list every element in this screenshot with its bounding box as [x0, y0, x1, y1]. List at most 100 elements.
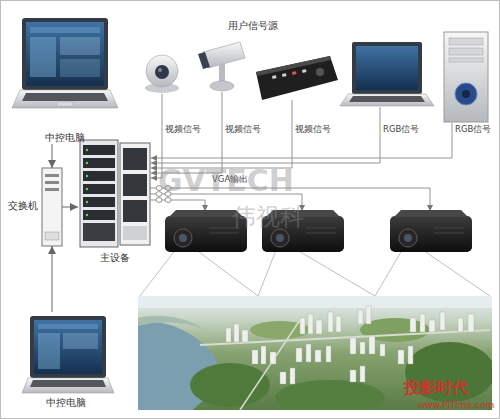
rack-case	[80, 140, 118, 247]
status-led	[86, 175, 88, 177]
watermark: GVTECH	[158, 164, 294, 199]
laptop-screen	[34, 320, 102, 374]
lens-glass	[276, 234, 284, 242]
building	[296, 348, 302, 362]
source-laptop	[340, 42, 434, 106]
screen-ui	[38, 324, 98, 329]
status-led	[86, 162, 88, 164]
rack-module	[83, 197, 115, 207]
laptop-bezel	[22, 18, 108, 90]
projected-image	[138, 296, 492, 410]
switch-icon	[42, 168, 62, 246]
device-label: 主设备	[68, 252, 162, 264]
drive-bay	[449, 58, 483, 62]
rgb-wire	[151, 107, 380, 163]
building	[440, 312, 445, 330]
building	[326, 346, 331, 362]
building	[280, 372, 286, 384]
connector	[52, 246, 53, 312]
dome-camera	[145, 55, 179, 93]
laptop-keyboard	[22, 93, 108, 101]
shore	[138, 316, 205, 330]
laptop-icon	[22, 316, 114, 393]
rack-module	[83, 210, 115, 220]
switcher-body	[256, 56, 338, 100]
watermark: 伟视科	[232, 204, 304, 232]
building	[468, 314, 474, 332]
laptop-base	[12, 90, 118, 108]
video-wire	[151, 92, 222, 173]
projector-lens	[399, 229, 417, 247]
switch-case	[42, 168, 62, 246]
projector-vent	[434, 233, 464, 234]
road	[240, 320, 300, 410]
buildings	[226, 306, 474, 384]
building	[360, 366, 365, 382]
rack-module	[123, 226, 147, 240]
signal-name: RGB信号	[383, 125, 419, 135]
rack-module	[83, 145, 115, 155]
laptop-base	[340, 94, 434, 106]
switcher-button	[282, 73, 287, 77]
projector-vent	[209, 233, 239, 234]
trees	[190, 363, 270, 407]
projector-icon	[390, 210, 472, 252]
building	[336, 316, 341, 332]
switcher-top	[256, 56, 331, 76]
pc-tower	[444, 32, 488, 122]
drive-bay	[449, 48, 483, 55]
building	[252, 350, 258, 364]
network-switch: 交换机	[42, 168, 62, 246]
building	[369, 336, 375, 354]
status-led	[86, 201, 88, 203]
building	[458, 318, 463, 332]
building	[410, 318, 416, 332]
signal-name: 视频信号	[165, 125, 201, 135]
switch-slot	[45, 174, 59, 177]
lens-glass	[404, 234, 412, 242]
device-label: 中控电脑	[10, 397, 122, 409]
camera-arm	[219, 64, 225, 82]
laptop-icon	[12, 18, 118, 108]
status-led	[86, 214, 88, 216]
road	[200, 330, 490, 345]
laptop-base	[22, 378, 114, 393]
lens-glass	[179, 234, 187, 242]
switcher-button	[292, 71, 297, 75]
building	[429, 320, 435, 332]
control-laptop: 中控电脑	[20, 312, 112, 409]
status-led	[86, 188, 88, 190]
screen-ui	[60, 59, 100, 77]
tower-fan-hub	[462, 90, 470, 98]
projector-body	[390, 216, 472, 252]
connector-symbol	[156, 198, 162, 203]
signal-name: RGB信号	[455, 125, 491, 135]
camera-lens	[155, 65, 169, 79]
building	[300, 318, 305, 334]
building	[270, 352, 276, 364]
projector-vent	[434, 228, 464, 229]
laptop-touchpad	[57, 102, 73, 106]
switch-slot	[45, 188, 59, 191]
projector-top	[169, 210, 243, 217]
rack-case	[120, 143, 150, 245]
device-label: 中控电脑	[2, 132, 128, 144]
screen-ui	[30, 27, 100, 33]
screen-ui	[38, 333, 60, 369]
building	[366, 306, 371, 324]
building	[350, 370, 356, 382]
building	[242, 330, 248, 342]
laptop-keyboard	[349, 96, 425, 102]
laptop-screen	[26, 22, 104, 86]
watermark: www.PjTime.com	[418, 400, 494, 410]
building	[358, 310, 363, 324]
control-laptop: 中控电脑	[12, 16, 118, 144]
camera-dome	[146, 55, 178, 87]
projector-vent	[306, 228, 336, 229]
building	[316, 320, 322, 334]
tower-case	[444, 32, 488, 122]
building	[315, 350, 321, 362]
